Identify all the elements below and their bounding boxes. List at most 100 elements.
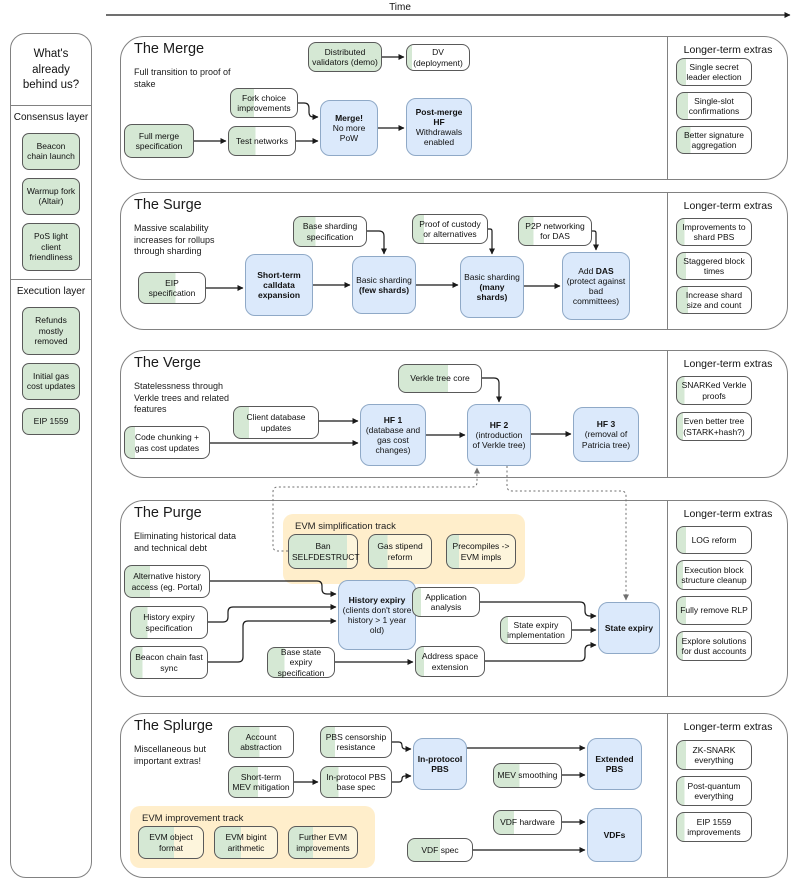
extra-post-quantum-everything: Post-quantum everything (676, 776, 752, 806)
node-label-segment: (database and gas cost changes) (365, 424, 421, 456)
node-label-segment: History expiry (348, 594, 406, 605)
extra-execution-block-structure-cleanup: Execution block structure cleanup (676, 560, 752, 590)
extras-label: Longer-term extras (683, 44, 773, 56)
node-label-segment: Ban SELFDESTRUCT (292, 541, 360, 562)
node-label: DV (deployment) (410, 47, 466, 67)
node-label: History expiry(clients don't store histo… (342, 595, 412, 636)
node-label-segment: VDF hardware (500, 817, 555, 828)
node-label-segment: Merge! (335, 112, 363, 123)
node-label: State expiry implementation (504, 620, 568, 640)
state-expiry-implementation: State expiry implementation (500, 616, 572, 644)
node-label: History expiry specification (134, 612, 204, 632)
node-label: P2P networking for DAS (522, 221, 588, 241)
node-label-segment: Beacon chain fast sync (135, 652, 203, 673)
node-label-segment: Alternative history access (eg. Portal) (131, 571, 203, 592)
extra-label: Staggered block times (680, 256, 748, 276)
extra-label-text: Execution block structure cleanup (681, 564, 747, 585)
extra-log-reform: LOG reform (676, 526, 752, 554)
section-subtitle: Full transition to proof of stake (134, 67, 231, 89)
node-label-segment: Further EVM improvements (296, 832, 350, 853)
gas-stipend-reform: Gas stipend reform (368, 534, 432, 569)
dv-deployment: DV (deployment) (406, 44, 470, 71)
full-merge-specification: Full merge specification (124, 124, 194, 158)
node-label-segment: Post-merge HF (415, 106, 463, 127)
extra-zk-snark-everything: ZK-SNARK everything (676, 740, 752, 770)
node-label: Address space extension (419, 651, 481, 671)
mev-smoothing: MEV smoothing (493, 763, 562, 788)
vdf-hardware: VDF hardware (493, 810, 562, 835)
node-label: Proof of custody or alternatives (416, 219, 484, 239)
node-label: Application analysis (416, 592, 476, 612)
extra-label: Single-slot confirmations (680, 96, 748, 116)
node-label-segment: Extended PBS (595, 753, 634, 774)
node-label: Account abstraction (232, 732, 290, 752)
extras-divider (667, 37, 668, 179)
extras-label: Longer-term extras (683, 721, 773, 733)
section-title: The Purge (134, 505, 202, 521)
extra-single-secret-leader-election: Single secret leader election (676, 58, 752, 86)
account-abstraction: Account abstraction (228, 726, 294, 758)
sidebar-divider (11, 278, 91, 280)
extras-label: Longer-term extras (683, 358, 773, 370)
vdfs: VDFs (587, 808, 642, 862)
sidebar-item-label: Initial gas cost updates (26, 370, 76, 392)
in-protocol-pbs: In-protocol PBS (413, 738, 467, 790)
node-label-segment: HF 2 (489, 419, 509, 430)
node-label-segment: (clients don't store history > 1 year ol… (342, 604, 412, 636)
extra-label-text: Fully remove RLP (680, 605, 748, 616)
node-label: Short-term calldata expansion (249, 270, 309, 301)
node-label-segment: EVM object format (149, 832, 193, 853)
extras-divider (667, 714, 668, 877)
node-label: VDF hardware (497, 817, 558, 827)
extra-better-signature-aggregation: Better signature aggregation (676, 126, 752, 154)
extra-even-better-tree-stark-hash: Even better tree (STARK+hash?) (676, 412, 752, 441)
extra-explore-solutions-for-dust-accounts: Explore solutions for dust accounts (676, 631, 752, 661)
client-database-updates: Client database updates (233, 406, 319, 439)
node-label: Verkle tree core (402, 373, 478, 383)
node-label-segment: VDF spec (421, 844, 459, 855)
extra-fully-remove-rlp: Fully remove RLP (676, 596, 752, 625)
node-label-segment: Verkle tree core (410, 373, 470, 384)
sidebar-item-refunds-mostly-removed: Refunds mostly removed (22, 306, 80, 355)
node-label: HF 1(database and gas cost changes) (364, 415, 422, 456)
node-label-segment: EIP specification (148, 277, 196, 298)
evm-object-format: EVM object format (138, 826, 204, 859)
history-expiry: History expiry(clients don't store histo… (338, 580, 416, 650)
node-label: Extended PBS (591, 754, 638, 774)
evm-bigint-arithmetic: EVM bigint arithmetic (214, 826, 278, 859)
section-subtitle: Miscellaneous but important extras! (134, 744, 207, 766)
extra-label-text: Increase shard size and count (685, 289, 743, 310)
layer-label-execution-layer: Execution layer (16, 285, 86, 297)
extra-label: LOG reform (680, 535, 748, 545)
node-label-segment: Gas stipend reform (377, 541, 423, 562)
section-subtitle: Massive scalability increases for rollup… (134, 223, 215, 257)
extras-divider (667, 501, 668, 696)
node-label: EVM object format (142, 832, 200, 852)
extra-label-text: EIP 1559 improvements (687, 816, 741, 837)
node-label-segment: State expiry implementation (507, 619, 565, 640)
node-label: Code chunking + gas cost updates (128, 432, 206, 452)
node-label: VDF spec (411, 845, 469, 855)
extra-label: Better signature aggregation (680, 130, 748, 150)
extra-label: ZK-SNARK everything (680, 745, 748, 765)
node-label-segment: Short-term calldata expansion (257, 269, 301, 301)
node-label-segment: PBS censorship resistance (325, 731, 387, 752)
section-subtitle: Eliminating historical data and technica… (134, 531, 237, 553)
sidebar-item-label: Beacon chain launch (27, 140, 75, 162)
node-label: Ban SELFDESTRUCT (292, 541, 360, 561)
node-label-segment: Client database updates (246, 412, 306, 433)
basic-sharding-many-shards: Basic sharding(many shards) (460, 256, 524, 318)
beacon-chain-fast-sync: Beacon chain fast sync (130, 646, 208, 679)
in-protocol-pbs-base-spec: In-protocol PBS base spec (320, 766, 392, 798)
distributed-validators-demo: Distributed validators (demo) (308, 42, 382, 72)
extra-label: EIP 1559 improvements (680, 817, 748, 837)
node-label-segment: Fork choice improvements (237, 92, 291, 113)
node-label-segment: Application analysis (425, 591, 467, 612)
node-label: HF 2(introduction of Verkle tree) (471, 420, 527, 451)
track-label: EVM simplification track (295, 521, 396, 532)
node-label-segment: Address space extension (421, 651, 479, 672)
